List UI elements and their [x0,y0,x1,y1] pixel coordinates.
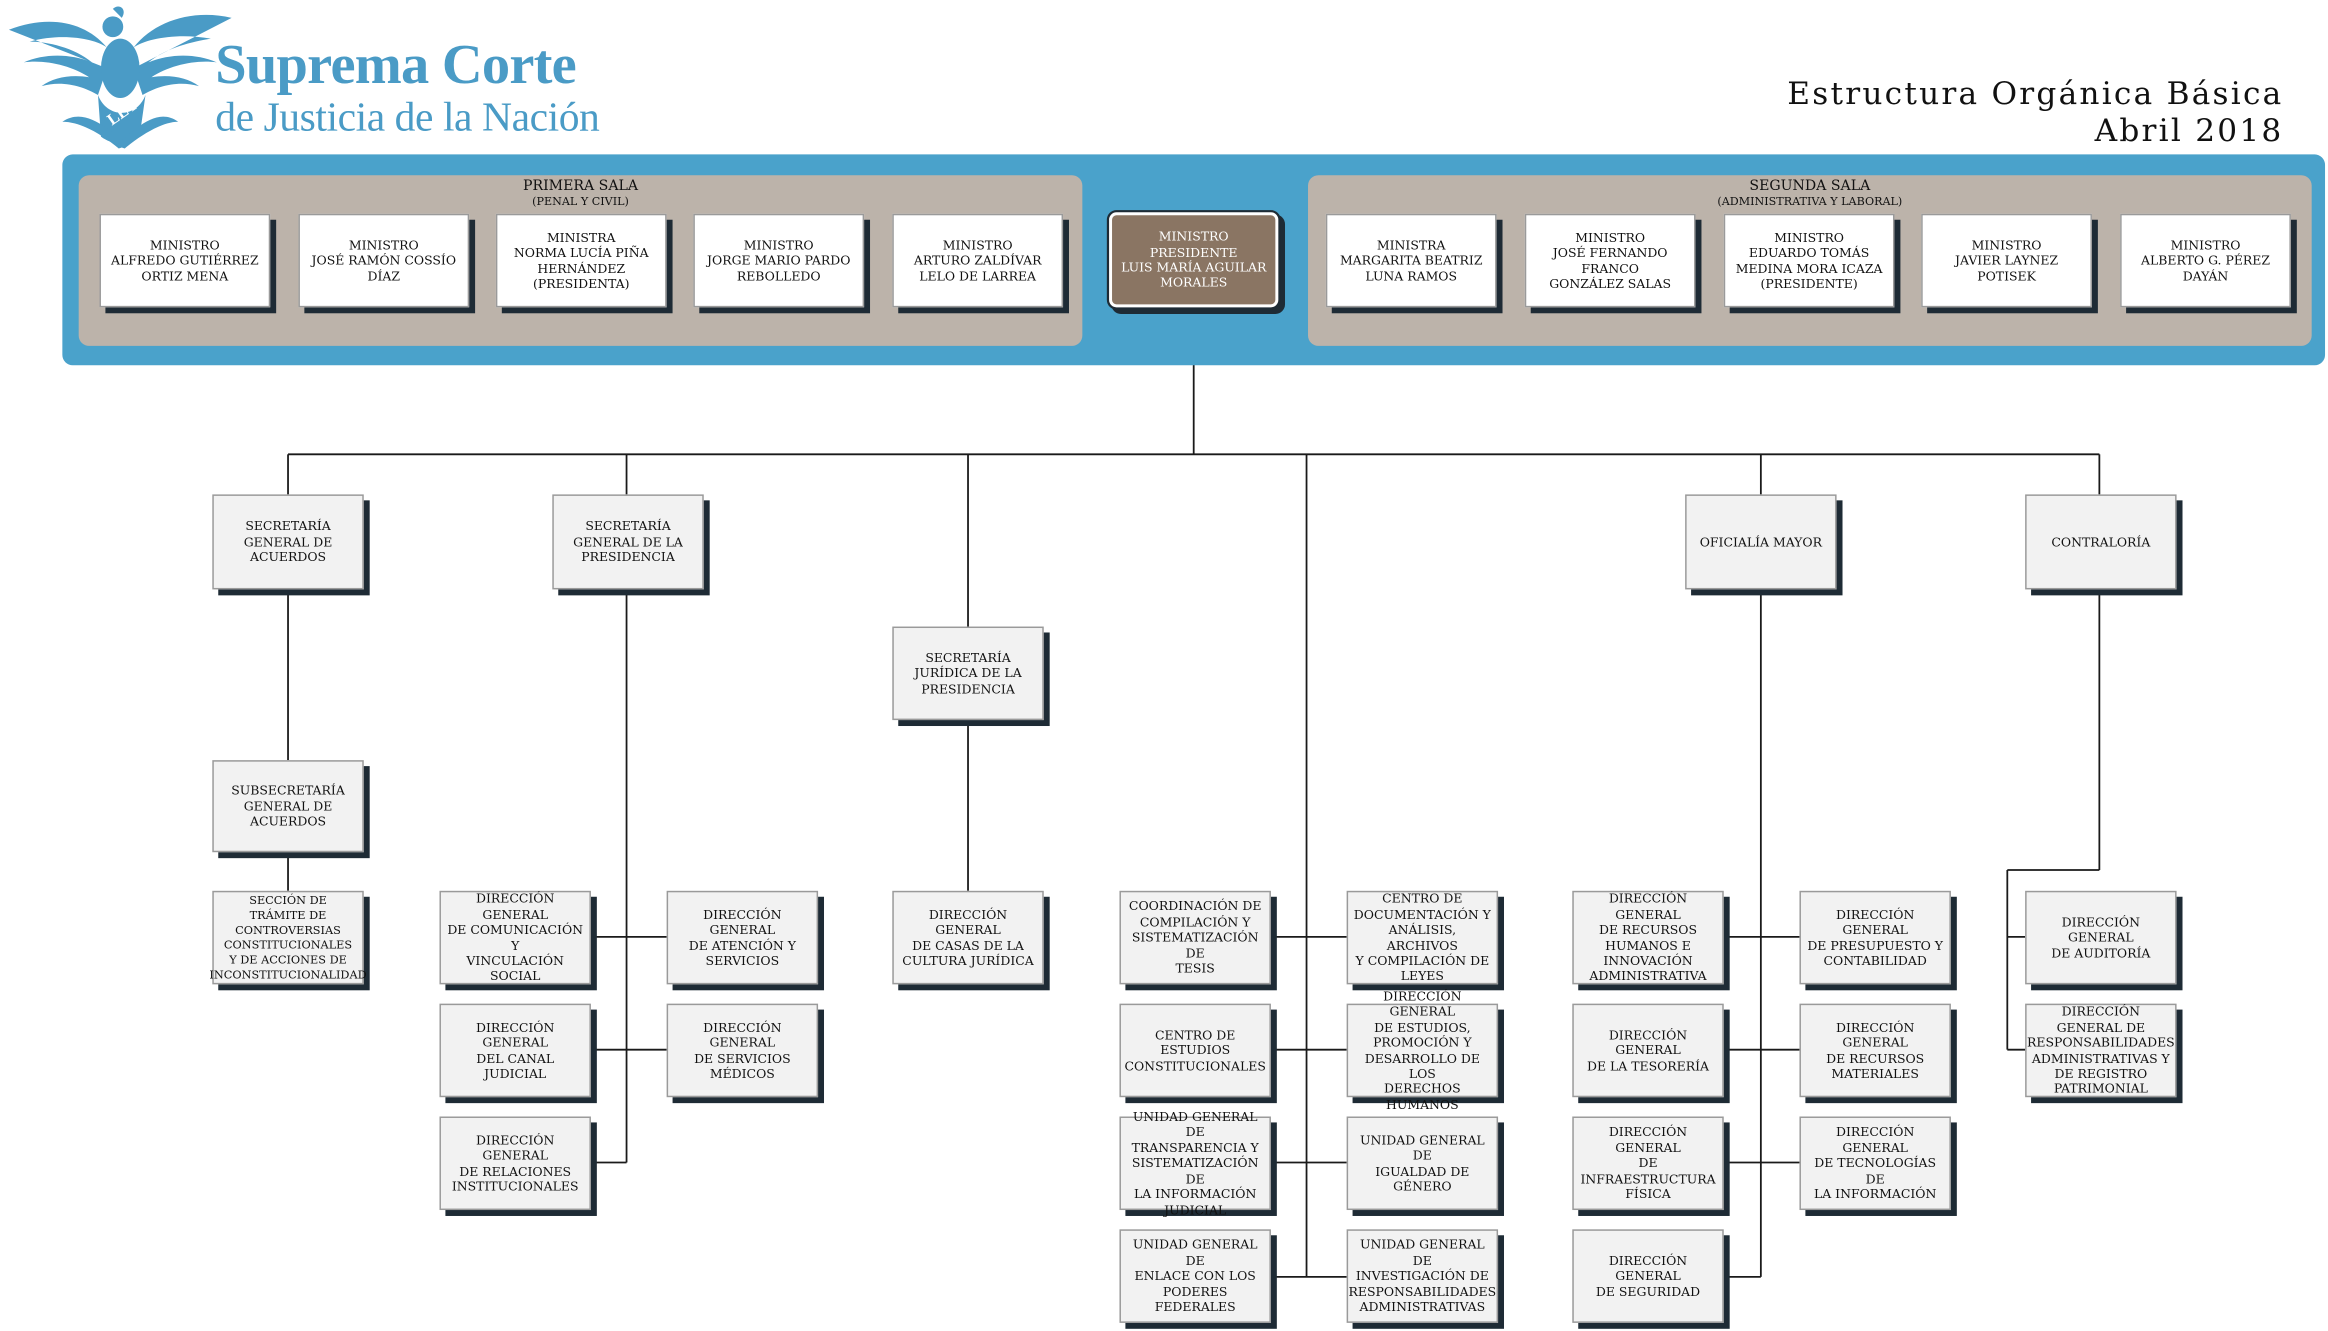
unit-contraloria: CONTRALORÍA [2025,494,2177,590]
structure-title: Estructura Orgánica Básica Abril 2018 [1787,76,2283,150]
unit-seccion-tramite-controversias: SECCIÓN DE TRÁMITE DE CONTROVERSIAS CONS… [209,890,367,985]
segunda-sala-title: SEGUNDA SALA [1749,178,1871,195]
structure-title-date: Abril 2018 [2094,112,2284,149]
minister-box: MINISTRO ARTURO ZALDÍVAR LELO DE LARREA [892,213,1064,308]
unit-dg-relaciones-institucionales: DIRECCIÓN GENERAL DE RELACIONES INSTITUC… [439,1116,591,1211]
unit-dg-recursos-materiales: DIRECCIÓN GENERAL DE RECURSOS MATERIALES [1799,1003,1951,1098]
unit-centro-estudios-constitucionales: CENTRO DE ESTUDIOS CONSTITUCIONALES [1119,1003,1271,1098]
minister-box: MINISTRO ALFREDO GUTIÉRREZ ORTIZ MENA [99,213,271,308]
minister-box: MINISTRA NORMA LUCÍA PIÑA HERNÁNDEZ (PRE… [495,213,667,308]
unit-dg-auditoria: DIRECCIÓN GENERAL DE AUDITORÍA [2025,890,2177,985]
unit-dg-presupuesto: DIRECCIÓN GENERAL DE PRESUPUESTO Y CONTA… [1799,890,1951,985]
segunda-sala-subtitle: (ADMINISTRATIVA Y LABORAL) [1717,194,1903,208]
unit-ug-transparencia: UNIDAD GENERAL DE TRANSPARENCIA Y SISTEM… [1119,1109,1271,1217]
ministro-presidente-box: MINISTRO PRESIDENTE LUIS MARÍA AGUILAR M… [1109,212,1279,308]
minister-box: MINISTRO JOSÉ FERNANDO FRANCO GONZÁLEZ S… [1524,213,1696,308]
unit-dg-casas-cultura-juridica: DIRECCIÓN GENERAL DE CASAS DE LA CULTURA… [892,890,1044,985]
minister-box: MINISTRA MARGARITA BEATRIZ LUNA RAMOS [1325,213,1497,308]
unit-secretaria-juridica-presidencia: SECRETARÍA JURÍDICA DE LA PRESIDENCIA [892,626,1044,721]
unit-dg-comunicacion: DIRECCIÓN GENERAL DE COMUNICACIÓN Y VINC… [439,890,591,985]
minister-box: MINISTRO ALBERTO G. PÉREZ DAYÁN [2120,213,2291,308]
unit-dg-seguridad: DIRECCIÓN GENERAL DE SEGURIDAD [1572,1229,1724,1323]
unit-ug-enlace-poderes: UNIDAD GENERAL DE ENLACE CON LOS PODERES… [1119,1229,1271,1323]
unit-subsecretaria-general-acuerdos: SUBSECRETARÍA GENERAL DE ACUERDOS [212,760,364,853]
unit-dg-servicios-medicos: DIRECCIÓN GENERAL DE SERVICIOS MÉDICOS [666,1003,819,1098]
primera-sala-subtitle: (PENAL Y CIVIL) [532,194,629,208]
scjn-eagle-logo-icon: LEY [8,6,232,149]
unit-dg-infraestructura: DIRECCIÓN GENERAL DE INFRAESTRUCTURA FÍS… [1572,1116,1724,1211]
unit-secretaria-general-acuerdos: SECRETARÍA GENERAL DE ACUERDOS [212,494,364,590]
unit-dg-derechos-humanos: DIRECCIÓN GENERAL DE ESTUDIOS, PROMOCIÓN… [1346,989,1499,1112]
unit-dg-tesoreria: DIRECCIÓN GENERAL DE LA TESORERÍA [1572,1003,1724,1098]
primera-sala-title: PRIMERA SALA [522,178,639,195]
minister-box: MINISTRO JAVIER LAYNEZ POTISEK [1921,213,2092,308]
unit-dg-responsabilidades: DIRECCIÓN GENERAL DE RESPONSABILIDADES A… [2025,1003,2177,1098]
unit-secretaria-general-presidencia: SECRETARÍA GENERAL DE LA PRESIDENCIA [552,494,704,590]
unit-ug-igualdad-genero: UNIDAD GENERAL DE IGUALDAD DE GÉNERO [1346,1116,1499,1211]
brand-name: Suprema Corte [215,34,576,97]
unit-ug-investigacion-responsabilidades: UNIDAD GENERAL DE INVESTIGACIÓN DE RESPO… [1346,1229,1499,1323]
unit-dg-canal-judicial: DIRECCIÓN GENERAL DEL CANAL JUDICIAL [439,1003,591,1098]
unit-dg-tecnologias: DIRECCIÓN GENERAL DE TECNOLOGÍAS DE LA I… [1799,1116,1951,1211]
unit-dg-atencion-servicios: DIRECCIÓN GENERAL DE ATENCIÓN Y SERVICIO… [666,890,819,985]
unit-centro-documentacion: CENTRO DE DOCUMENTACIÓN Y ANÁLISIS, ARCH… [1346,890,1499,985]
structure-title-line1: Estructura Orgánica Básica [1787,75,2284,112]
unit-coordinacion-tesis: COORDINACIÓN DE COMPILACIÓN Y SISTEMATIZ… [1119,890,1271,985]
minister-box: MINISTRO JORGE MARIO PARDO REBOLLEDO [693,213,865,308]
minister-box: MINISTRO JOSÉ RAMÓN COSSÍO DÍAZ [298,213,470,308]
unit-oficialia-mayor: OFICIALÍA MAYOR [1685,494,1837,590]
unit-dg-recursos-humanos: DIRECCIÓN GENERAL DE RECURSOS HUMANOS E … [1572,890,1724,985]
brand-subtitle: de Justicia de la Nación [215,95,600,142]
minister-box: MINISTRO EDUARDO TOMÁS MEDINA MORA ICAZA… [1723,213,1895,308]
